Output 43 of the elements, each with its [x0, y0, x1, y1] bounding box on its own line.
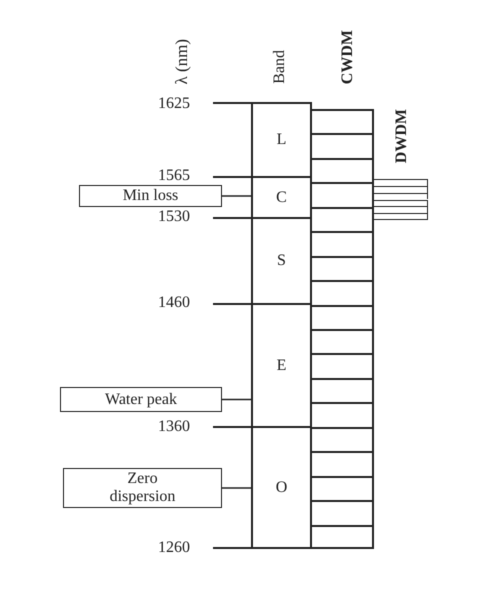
- callout-label: Zero dispersion: [63, 468, 222, 508]
- tick-label: 1260: [158, 539, 190, 557]
- callout-label: Min loss: [79, 185, 222, 207]
- cwdm-channel-cell: [312, 207, 374, 231]
- dwdm-channel-cell: [374, 179, 428, 186]
- tick-label: 1530: [158, 208, 190, 226]
- cwdm-channel-cell: [312, 353, 374, 378]
- tick-label: 1565: [158, 167, 190, 185]
- cwdm-channel-cell: [312, 378, 374, 402]
- band-segment: L: [251, 102, 312, 176]
- leader-line: [222, 398, 251, 400]
- tick-label: 1360: [158, 418, 190, 436]
- cwdm-channel-cell: [312, 256, 374, 280]
- band-segment: E: [251, 303, 312, 426]
- dwdm-channel-cell: [374, 213, 428, 220]
- dwdm-channel-cell: [374, 206, 428, 214]
- tick-label: 1460: [158, 294, 190, 312]
- cwdm-channel-cell: [312, 402, 374, 427]
- dwdm-channel-cell: [374, 200, 428, 206]
- cwdm-channel-cell: [312, 158, 374, 182]
- cwdm-channel-cell: [312, 133, 374, 158]
- cwdm-channel-cell: [312, 476, 374, 500]
- cwdm-channel-cell: [312, 109, 374, 133]
- cwdm-channel-cell: [312, 182, 374, 207]
- column-heading: Band: [271, 50, 289, 84]
- cwdm-channel-cell: [312, 280, 374, 305]
- cwdm-channel-cell: [312, 525, 374, 549]
- callout-label: Water peak: [60, 387, 222, 412]
- cwdm-channel-cell: [312, 231, 374, 256]
- cwdm-channel-cell: [312, 427, 374, 451]
- cwdm-channel-cell: [312, 451, 374, 476]
- axis-title: λ (nm): [173, 39, 191, 85]
- leader-line: [222, 487, 251, 489]
- cwdm-channel-cell: [312, 329, 374, 353]
- tick-label: 1625: [158, 95, 190, 113]
- column-heading: CWDM: [339, 30, 357, 84]
- band-segment: S: [251, 217, 312, 303]
- leader-line: [222, 195, 251, 197]
- band-segment: O: [251, 426, 312, 549]
- column-heading: DWDM: [393, 108, 411, 163]
- cwdm-channel-cell: [312, 500, 374, 525]
- cwdm-channel-cell: [312, 305, 374, 329]
- band-segment: C: [251, 176, 312, 217]
